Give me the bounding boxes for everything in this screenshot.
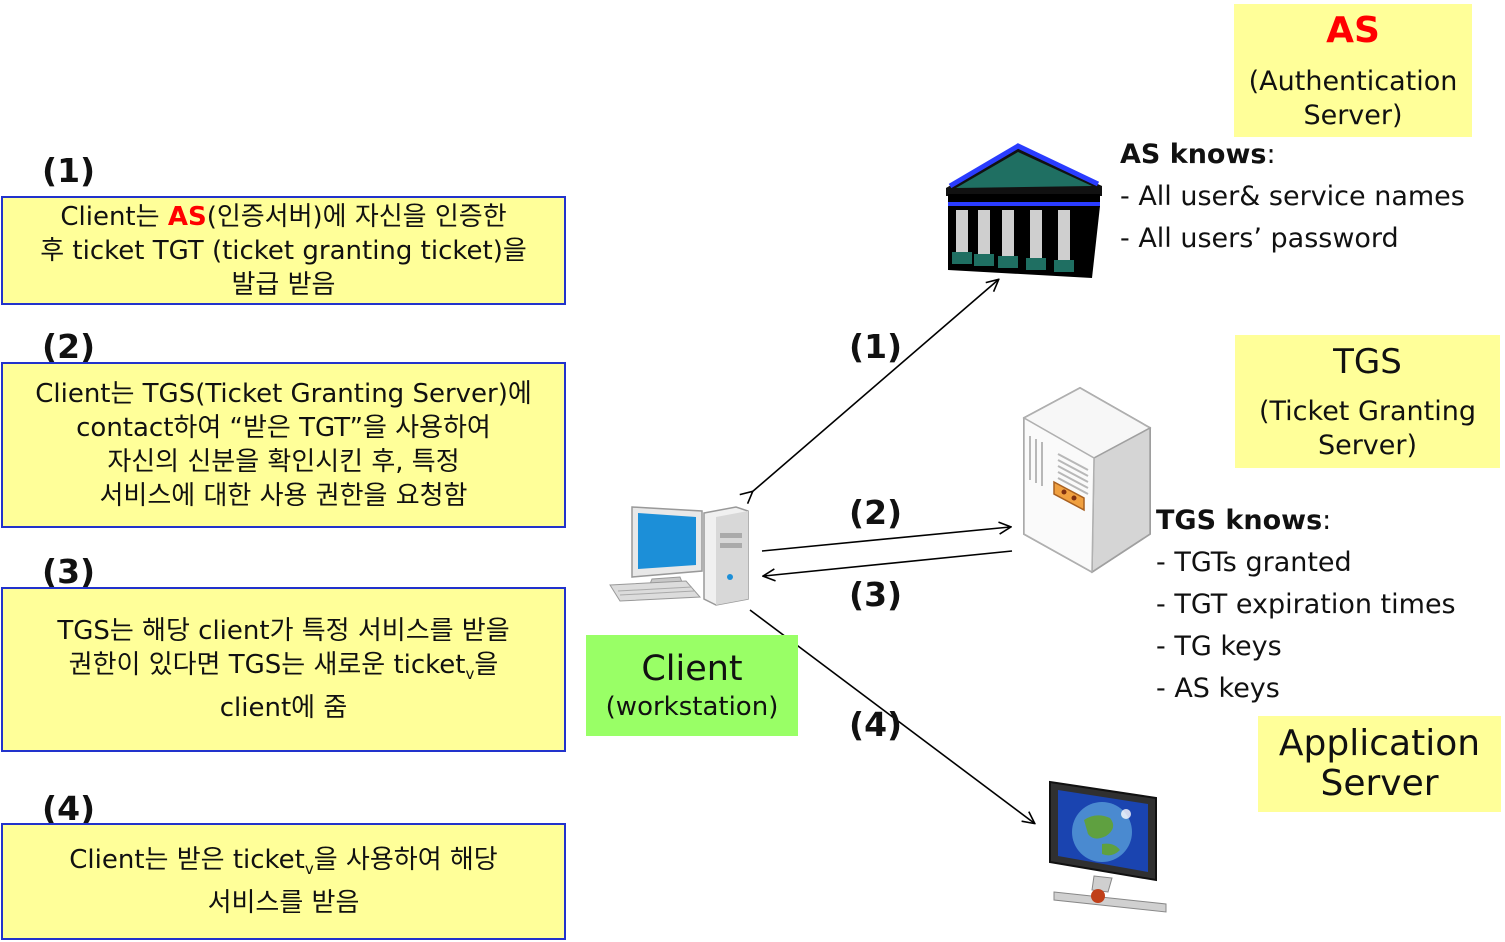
step-4-line-1: Client는 받은 ticketv을 사용하여 해당 xyxy=(69,845,498,878)
as-card-subtitle-1: (Authentication xyxy=(1248,65,1458,97)
as-card-title: AS xyxy=(1326,9,1380,51)
step-2-line-4: 서비스에 대한 사용 권한을 요청함 xyxy=(99,481,468,511)
step-2-line-1: Client는 TGS(Ticket Granting Server)에 xyxy=(35,379,532,409)
step-3-box: TGS는 해당 client가 특정 서비스를 받을 권한이 있다면 TGS는 … xyxy=(1,587,566,752)
app-server-line-2: Server xyxy=(1320,763,1439,804)
step-1-number: (1) xyxy=(42,151,96,190)
step-2-line-2: contact하여 “받은 TGT”을 사용하여 xyxy=(76,413,491,443)
tgs-knows-item: - TGTs granted xyxy=(1156,547,1352,578)
client-card-title: Client xyxy=(641,648,743,689)
as-knows-heading: AS knows: xyxy=(1120,139,1276,170)
as-knows-item: - All user& service names xyxy=(1120,181,1465,212)
tgs-knows-item: - TGT expiration times xyxy=(1156,589,1456,620)
step-1-line-2: 후 ticket TGT (ticket granting ticket)을 xyxy=(40,235,527,266)
tgs-knows-panel: TGS knows: - TGTs granted - TGT expirati… xyxy=(1156,500,1456,710)
step-2-line-3: 자신의 신분을 확인시킨 후, 특정 xyxy=(107,447,460,477)
tgs-card-subtitle-1: (Ticket Granting xyxy=(1258,395,1476,427)
globe-monitor-icon xyxy=(1049,780,1167,913)
arrow-2-to-tgs xyxy=(761,527,1010,552)
server-tower-icon xyxy=(1022,386,1152,574)
arrow-label-2: (2) xyxy=(849,493,903,532)
step-2-box: Client는 TGS(Ticket Granting Server)에 con… xyxy=(1,362,566,528)
as-card: AS (Authentication Server) xyxy=(1234,4,1472,137)
step-3-line-3: client에 줌 xyxy=(219,693,348,723)
tgs-knows-item: - AS keys xyxy=(1156,673,1280,704)
step-1-line-1: Client는 AS(인증서버)에 자신을 인증한 xyxy=(60,201,507,232)
step-4-line-2: 서비스를 받음 xyxy=(207,888,360,918)
tgs-card-title: TGS xyxy=(1333,341,1402,382)
arrow-1-bidirectional xyxy=(752,280,998,492)
arrow-3-to-client xyxy=(764,550,1013,576)
arrow-label-3: (3) xyxy=(849,575,903,614)
step-1-line-3: 발급 받음 xyxy=(231,269,336,300)
as-highlight: AS xyxy=(167,201,207,232)
step-4-number: (4) xyxy=(42,789,96,828)
client-card-subtitle: (workstation) xyxy=(605,691,779,722)
step-3-line-1: TGS는 해당 client가 특정 서비스를 받을 xyxy=(57,616,510,646)
step-2-number: (2) xyxy=(42,327,96,366)
as-card-subtitle-2: Server) xyxy=(1303,99,1403,131)
client-card: Client (workstation) xyxy=(586,635,798,736)
app-server-line-1: Application xyxy=(1278,723,1481,764)
tgs-knows-item: - TG keys xyxy=(1156,631,1282,662)
as-knows-panel: AS knows: - All user& service names - Al… xyxy=(1120,134,1465,260)
arrow-label-4: (4) xyxy=(849,705,903,744)
as-knows-item: - All users’ password xyxy=(1120,223,1399,254)
app-server-card: Application Server xyxy=(1258,716,1501,812)
step-4-box: Client는 받은 ticketv을 사용하여 해당 서비스를 받음 xyxy=(1,823,566,940)
desktop-computer-icon xyxy=(609,506,749,606)
step-3-line-2: 권한이 있다면 TGS는 새로운 ticketv을 xyxy=(68,650,499,683)
tgs-card: TGS (Ticket Granting Server) xyxy=(1235,335,1500,468)
arrow-label-1: (1) xyxy=(849,327,903,366)
tgs-knows-heading: TGS knows: xyxy=(1156,505,1332,536)
step-3-number: (3) xyxy=(42,552,96,591)
tgs-card-subtitle-2: Server) xyxy=(1317,429,1418,461)
bank-building-icon xyxy=(946,143,1102,278)
step-1-box: Client는 AS(인증서버)에 자신을 인증한 후 ticket TGT (… xyxy=(1,196,566,305)
